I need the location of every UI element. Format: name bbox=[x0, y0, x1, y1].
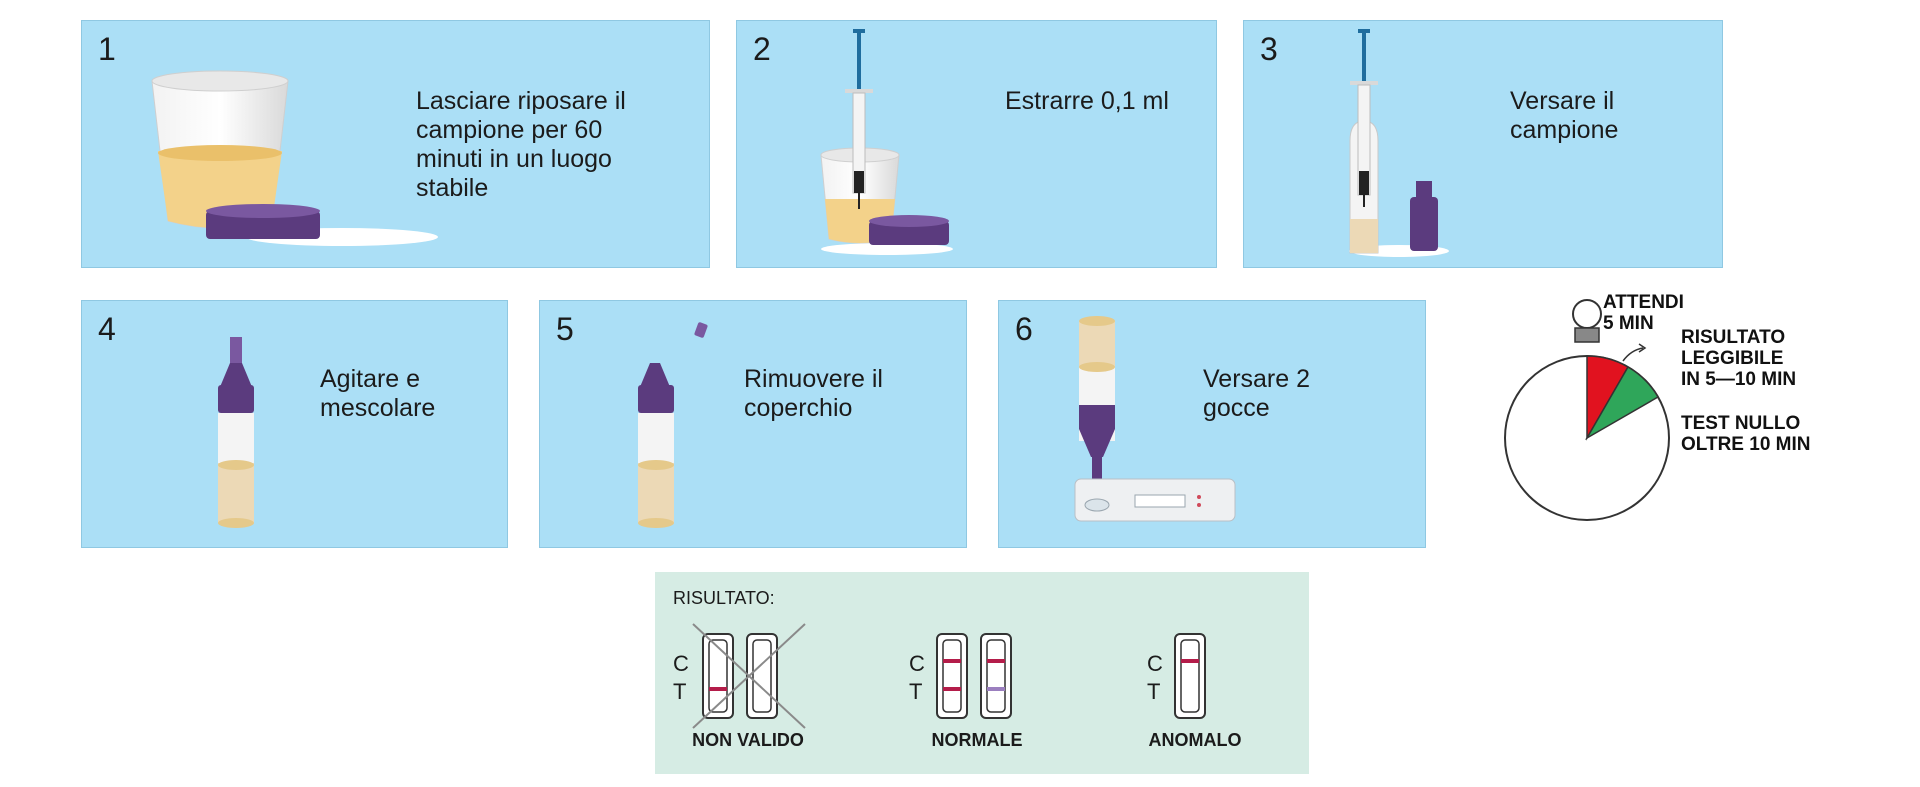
step-3-number: 3 bbox=[1260, 31, 1278, 67]
step-1-panel: 1 Lasciare riposare il campione per 60 m… bbox=[81, 20, 710, 268]
step-5-number: 5 bbox=[556, 311, 574, 347]
invalid-cross-line-2 bbox=[692, 623, 806, 729]
step-4-instruction: Agitare e mescolare bbox=[320, 365, 436, 422]
abnormal-t-label: T bbox=[1147, 679, 1161, 704]
sample-cup-with-lid-illustration bbox=[151, 70, 438, 246]
invalid-c-label: C bbox=[673, 651, 689, 676]
syringe-into-vial-illustration bbox=[1349, 29, 1449, 257]
stopwatch-button bbox=[1574, 327, 1600, 343]
invalid-t-line bbox=[709, 687, 727, 691]
step-6-panel: 6 Versare 2 gocce bbox=[998, 300, 1426, 548]
timer-wait-label: ATTENDI 5 MIN bbox=[1603, 292, 1684, 334]
step-3-instruction: Versare il campione bbox=[1510, 87, 1619, 144]
normal-c-label: C bbox=[909, 651, 925, 676]
readable-arrow-head bbox=[1638, 343, 1647, 353]
normal-t-label: T bbox=[909, 679, 923, 704]
normal-strip-1 bbox=[936, 633, 968, 719]
step-5-panel: 5 Rimuovere il coperchio bbox=[539, 300, 967, 548]
invalid-strip-2 bbox=[746, 633, 778, 719]
timer-diagram bbox=[1504, 299, 1670, 521]
closed-vial-illustration bbox=[218, 337, 254, 528]
step-2-instruction: Estrarre 0,1 ml bbox=[1005, 87, 1169, 115]
normal-strip-2 bbox=[980, 633, 1012, 719]
vial-cap-removed-illustration bbox=[638, 322, 708, 528]
drops-on-cassette-illustration bbox=[1074, 316, 1236, 522]
invalid-result-label: NON VALIDO bbox=[692, 730, 804, 750]
normal-c-line-1 bbox=[943, 659, 961, 663]
step-5-instruction: Rimuovere il coperchio bbox=[744, 365, 883, 422]
step-2-number: 2 bbox=[753, 31, 771, 67]
result-panel: RISULTATO: C T C T C T NON VALIDO NORMAL… bbox=[655, 572, 1309, 774]
abnormal-c-label: C bbox=[1147, 651, 1163, 676]
normal-c-line-2 bbox=[987, 659, 1005, 663]
step-4-number: 4 bbox=[98, 311, 116, 347]
step-2-panel: 2 Estrarre 0,1 ml bbox=[736, 20, 1217, 268]
readable-5-10-min-sector bbox=[1584, 365, 1660, 441]
normal-result-label: NORMALE bbox=[931, 730, 1023, 750]
result-title: RISULTATO: bbox=[673, 588, 775, 608]
step-1-number: 1 bbox=[98, 31, 116, 67]
step-1-instruction: Lasciare riposare il campione per 60 min… bbox=[416, 87, 626, 202]
step-4-panel: 4 Agitare e mescolare bbox=[81, 300, 508, 548]
step-3-panel: 3 Versare il campione bbox=[1243, 20, 1723, 268]
abnormal-strip bbox=[1174, 633, 1206, 719]
normal-t-line-2 bbox=[987, 687, 1005, 691]
step-6-instruction: Versare 2 gocce bbox=[1203, 365, 1311, 422]
syringe-in-cup-illustration bbox=[820, 29, 953, 255]
step-6-number: 6 bbox=[1015, 311, 1033, 347]
readable-arrow bbox=[1622, 347, 1644, 362]
result-strips-illustration bbox=[692, 623, 1206, 729]
normal-t-line-1 bbox=[943, 687, 961, 691]
stopwatch-crown bbox=[1572, 299, 1602, 329]
abnormal-result-label: ANOMALO bbox=[1148, 730, 1242, 750]
timer-invalid-label: TEST NULLO OLTRE 10 MIN bbox=[1681, 413, 1811, 455]
timer-readable-label: RISULTATO LEGGIBILE IN 5—10 MIN bbox=[1681, 327, 1797, 390]
invalid-t-label: T bbox=[673, 679, 687, 704]
abnormal-c-line bbox=[1181, 659, 1199, 663]
